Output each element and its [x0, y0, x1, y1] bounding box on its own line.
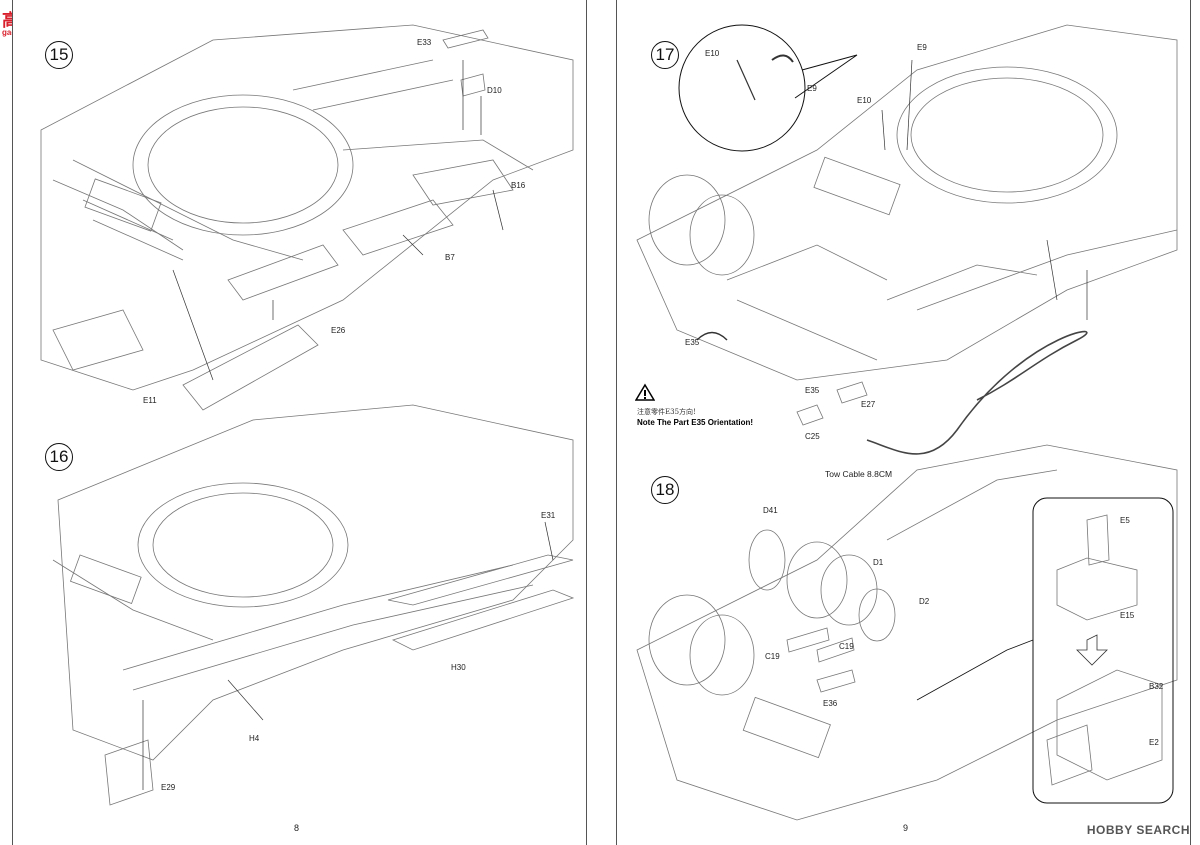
part-h30-shape: [391, 589, 575, 651]
step-15-number: 15: [45, 41, 73, 69]
part-d41-shape: [748, 529, 786, 591]
part-label-e36: E36: [823, 699, 838, 708]
step-17-number: 17: [651, 41, 679, 69]
part-label-e2: E2: [1149, 738, 1159, 747]
detail-circle-step17: [678, 24, 806, 152]
page-number-right: 9: [903, 823, 909, 833]
part-d10-shape: [460, 73, 486, 97]
part-label-e10-detail: E10: [705, 49, 720, 58]
part-e35-shape: [696, 331, 728, 341]
part-label-e10: E10: [857, 96, 872, 105]
step-16-number: 16: [45, 443, 73, 471]
orientation-note-zh: 注意零件E35方向!: [637, 408, 696, 416]
part-e31-shape: [387, 554, 574, 606]
part-label-e31: E31: [541, 511, 556, 520]
orientation-note-en: Note The Part E35 Orientation!: [637, 418, 754, 427]
part-e5-shape: [1086, 514, 1110, 566]
part-c19-shape-b: [816, 637, 855, 663]
part-label-e15: E15: [1120, 611, 1135, 620]
part-label-e9: E9: [917, 43, 927, 52]
part-e33-shape: [442, 29, 489, 49]
right-page: 17 E10 E9 E9 E10 E35 E35 E27 C25 注意零件E35…: [616, 0, 1191, 845]
page-number-left: 8: [294, 823, 300, 833]
part-d1-shape: [786, 541, 848, 619]
part-label-h4: H4: [249, 734, 260, 743]
part-label-e29: E29: [161, 783, 176, 792]
hull-step18-outline: [636, 444, 1178, 821]
part-label-d41: D41: [763, 506, 778, 515]
tow-cable-path: [866, 330, 1088, 455]
part-label-d1: D1: [873, 558, 884, 567]
left-page-drawing: [40, 24, 575, 806]
part-e10-detail-shape: [736, 59, 756, 101]
part-label-e11: E11: [143, 396, 157, 405]
part-label-e33: E33: [417, 38, 432, 47]
fuel-drum-step17: [648, 174, 726, 266]
part-label-b32: B32: [1149, 682, 1164, 691]
turret-ring-step16: [137, 482, 349, 608]
part-label-e9-detail: E9: [807, 84, 817, 93]
step-18-number: 18: [651, 476, 679, 504]
part-label-c19-b: C19: [839, 642, 854, 651]
part-e15-shape: [1056, 557, 1138, 621]
part-label-c25: C25: [805, 432, 820, 441]
part-b7-shape: [342, 199, 454, 256]
hull-step16-outline: [57, 404, 574, 761]
part-label-e5: E5: [1120, 516, 1130, 525]
part-label-e35-a: E35: [685, 338, 700, 347]
left-page: 15 E33 D10 B16 B7 E26 E11 16 E31 H30 H4 …: [12, 0, 587, 845]
part-e2-shape: [1046, 724, 1093, 786]
part-e9-detail-shape: [771, 54, 794, 63]
turret-ring-step15: [132, 94, 354, 236]
part-label-e27: E27: [861, 400, 876, 409]
tow-cable-label: Tow Cable 8.8CM: [825, 469, 893, 479]
part-c25-shape: [796, 404, 824, 426]
part-label-d2: D2: [919, 597, 930, 606]
part-label-h30: H30: [451, 663, 466, 672]
part-e11-shape: [182, 324, 319, 411]
part-label-e35-b: E35: [805, 386, 820, 395]
right-page-drawing: [636, 24, 1178, 821]
part-e26-shape: [227, 244, 339, 301]
part-d2-shape: [858, 588, 896, 642]
hull-step17-outline: [636, 24, 1178, 381]
fuel-drum-step18: [648, 594, 726, 686]
part-b32-shape: [1056, 669, 1163, 781]
part-e36-shape: [816, 669, 856, 693]
part-c19-shape-a: [786, 627, 830, 653]
inset-box-step18: [1032, 497, 1174, 804]
warning-icon: [635, 383, 655, 401]
part-e27-shape: [836, 381, 868, 404]
part-label-c19-a: C19: [765, 652, 780, 661]
part-label-b7: B7: [445, 253, 455, 262]
part-b16-shape: [412, 159, 514, 206]
down-arrow-shape: [1076, 634, 1108, 666]
part-label-b16: B16: [511, 181, 526, 190]
part-label-d10: D10: [487, 86, 502, 95]
hull-step15-outline: [40, 24, 574, 391]
hobby-search-watermark: HOBBY SEARCH: [1086, 823, 1190, 837]
part-label-e26: E26: [331, 326, 346, 335]
part-e29-shape: [104, 739, 154, 806]
turret-ring-step17: [896, 66, 1118, 204]
